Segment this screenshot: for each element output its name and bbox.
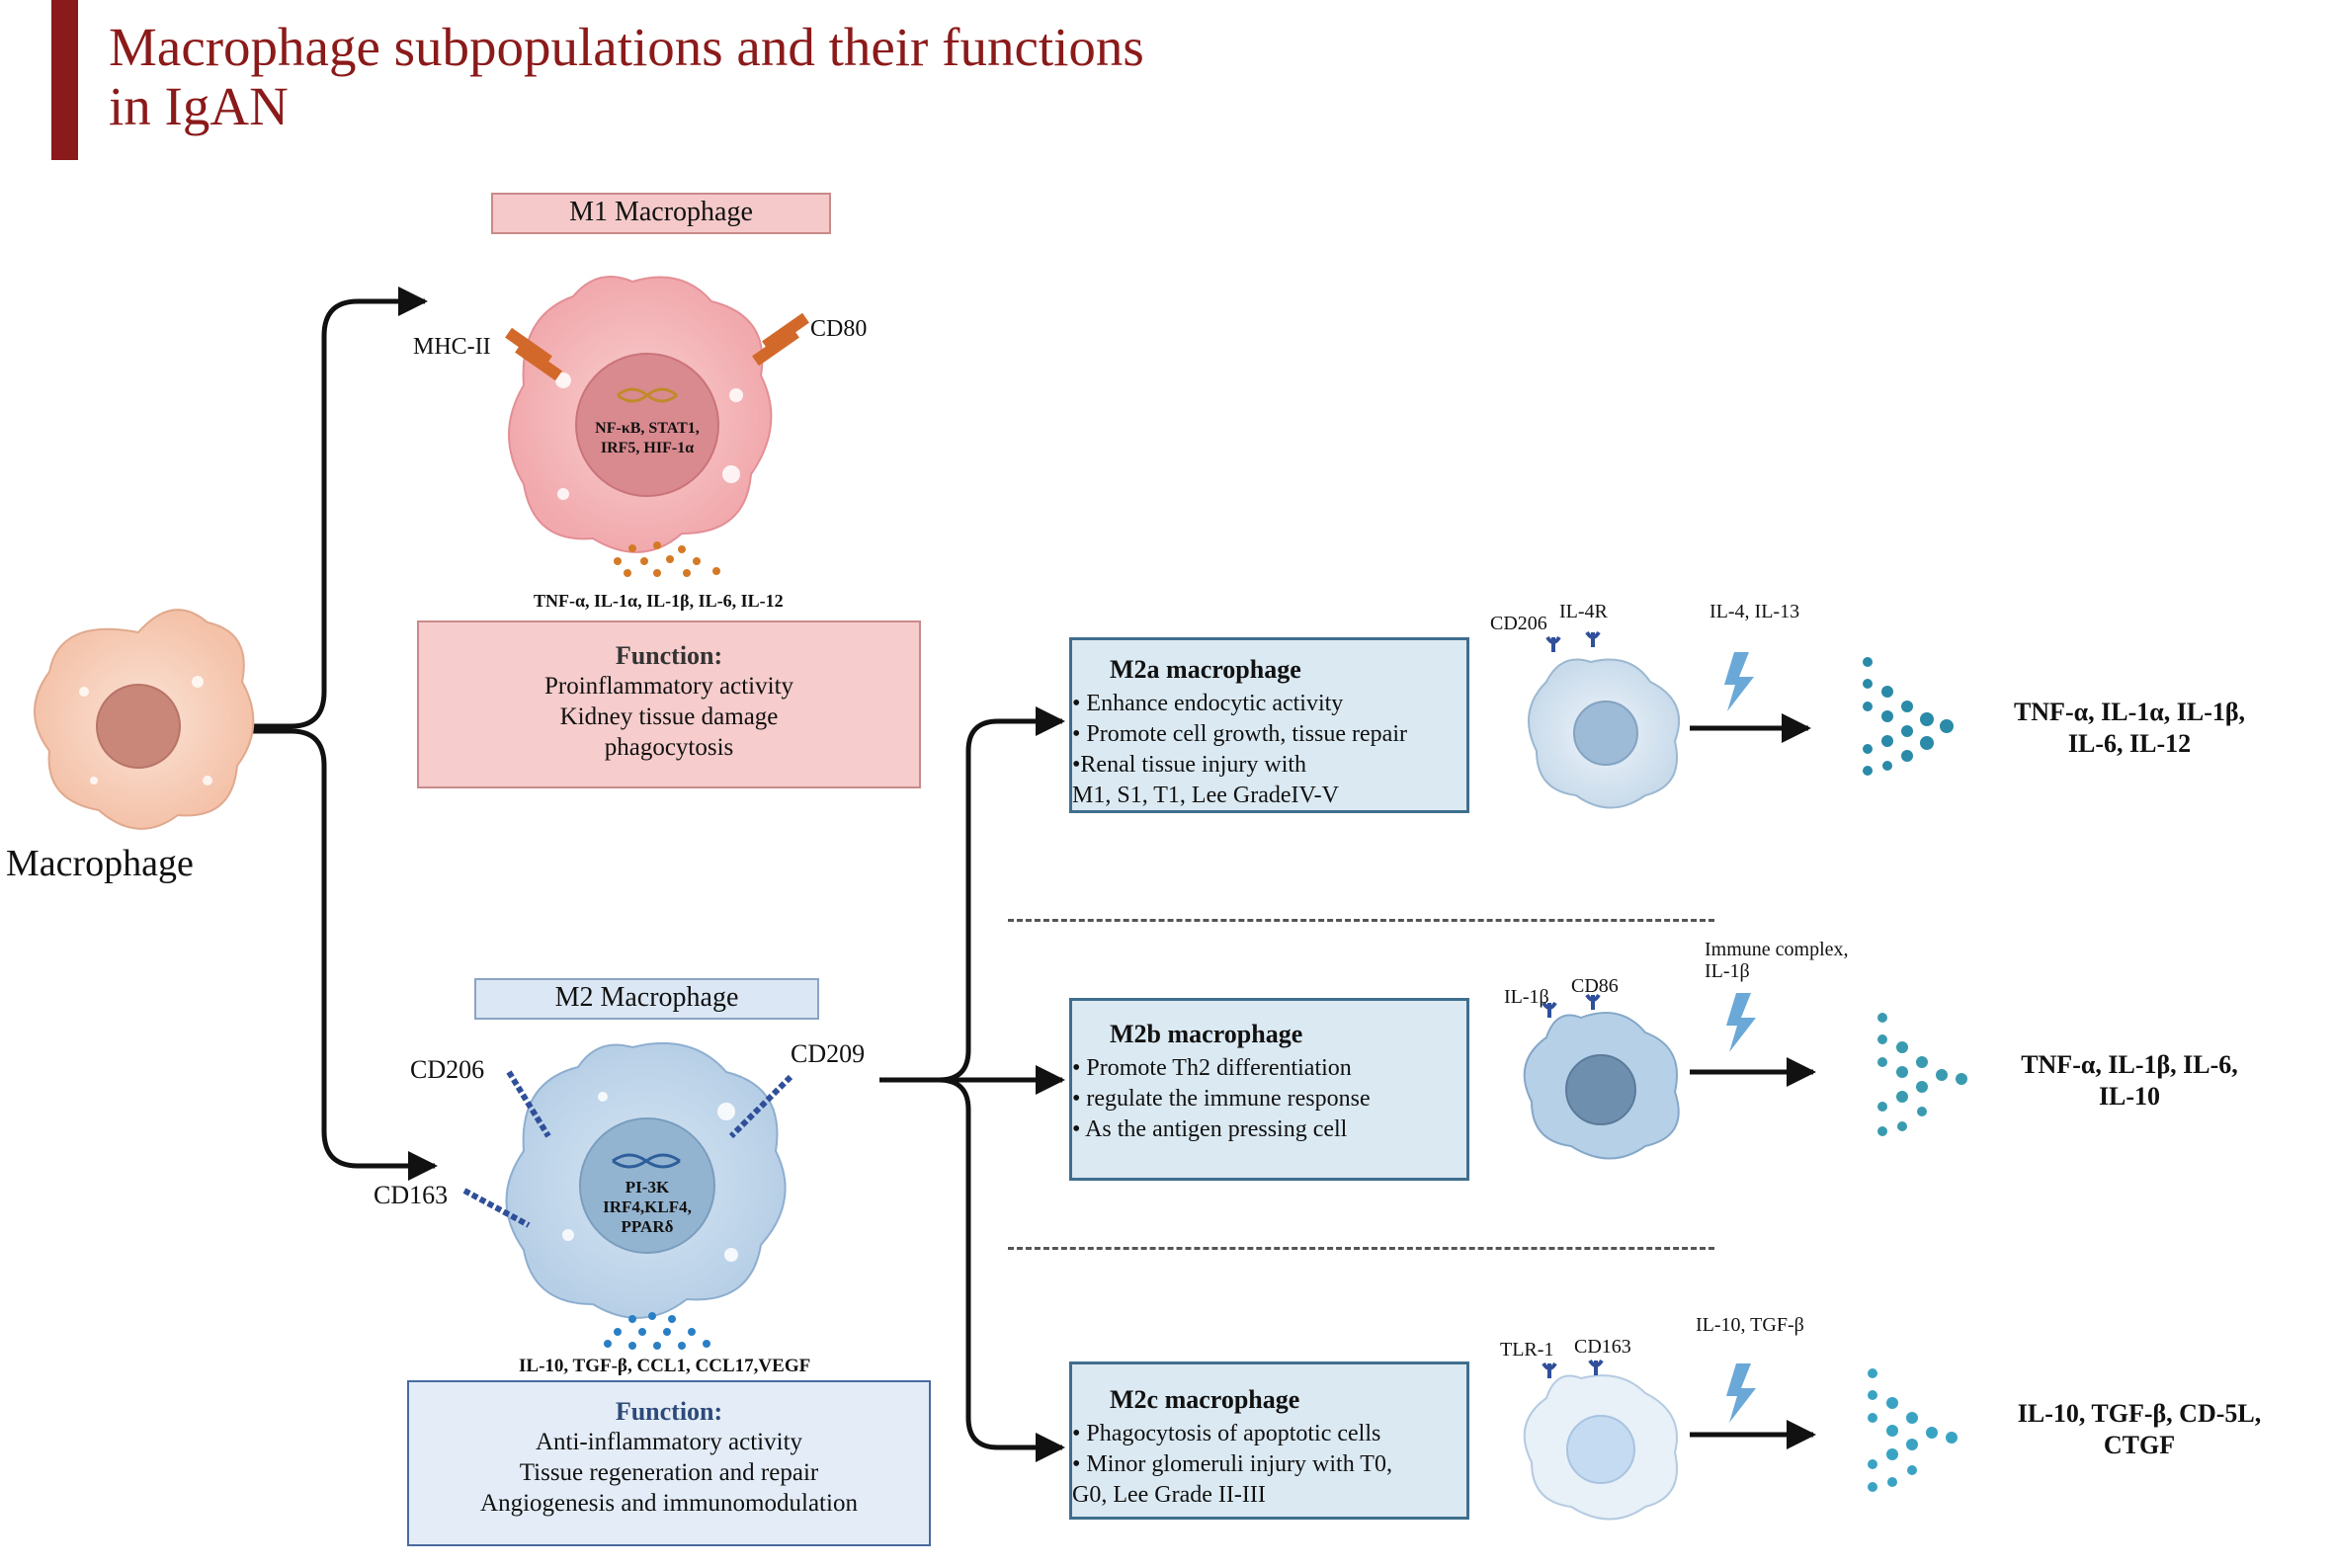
m2-function-box: Function: Anti-inflammatory activity Tis… xyxy=(407,1380,931,1546)
m1-function-line-3: phagocytosis xyxy=(604,734,734,761)
m2c-bullet-1: • Phagocytosis of apoptotic cells xyxy=(1072,1421,1381,1446)
m1-receptor-right: CD80 xyxy=(810,316,868,342)
branch-arrows xyxy=(247,287,1816,1462)
m2a-bullet-1: • Enhance endocytic activity xyxy=(1072,691,1344,716)
m2a-cytokine-dots xyxy=(1863,657,1954,776)
m2b-heading: M2b macrophage xyxy=(1110,1020,1303,1048)
title-line-1: Macrophage subpopulations and their func… xyxy=(109,17,1144,77)
m2a-output: TNF-α, IL-1α, IL-1β, IL-6, IL-12 xyxy=(1996,697,2263,760)
m2c-bullets: • Phagocytosis of apoptotic cells • Mino… xyxy=(1072,1419,1459,1511)
m1-header: M1 Macrophage xyxy=(491,193,831,234)
m2b-receptor-left: IL-1β xyxy=(1504,986,1549,1008)
m2a-bullet-4: M1, S1, T1, Lee GradeIV-V xyxy=(1072,783,1339,808)
lightning-bolt-icons xyxy=(1724,652,1756,1423)
m2-receptor-right: CD209 xyxy=(791,1039,866,1068)
page-title: Macrophage subpopulations and their func… xyxy=(109,18,1144,136)
m2-nucleus-line-3: PPARδ xyxy=(621,1217,674,1236)
m2a-receptor-left: CD206 xyxy=(1490,613,1547,634)
m2b-bullet-1: • Promote Th2 differentiation xyxy=(1072,1055,1352,1081)
m2c-output-line-1: IL-10, TGF-β, CD-5L, xyxy=(2017,1399,2262,1428)
m2a-bullets: • Enhance endocytic activity • Promote c… xyxy=(1072,689,1459,811)
m2a-stimulus: IL-4, IL-13 xyxy=(1709,601,1800,622)
m2b-stimulus-line-2: IL-1β xyxy=(1705,960,1750,982)
m2c-stimulus: IL-10, TGF-β xyxy=(1696,1314,1804,1336)
m2b-output-line-1: TNF-α, IL-1β, IL-6, xyxy=(2021,1050,2238,1079)
m2c-box: M2c macrophage • Phagocytosis of apoptot… xyxy=(1069,1362,1469,1520)
m2a-box: M2a macrophage • Enhance endocytic activ… xyxy=(1069,637,1469,813)
m1-nucleus-factors: NF-κB, STAT1, IRF5, HIF-1α xyxy=(593,419,702,458)
m2a-output-line-1: TNF-α, IL-1α, IL-1β, xyxy=(2013,698,2246,726)
macrophage-label: Macrophage xyxy=(6,843,194,884)
m2b-output-line-2: IL-10 xyxy=(2098,1082,2161,1111)
m2a-cell-icon xyxy=(1528,630,1680,809)
m2c-cell-icon xyxy=(1523,1359,1678,1521)
m1-receptor-left: MHC-II xyxy=(413,334,491,360)
m1-cell-icon xyxy=(505,276,809,577)
m2c-output-line-2: CTGF xyxy=(2103,1431,2176,1459)
m2b-box: M2b macrophage • Promote Th2 differentia… xyxy=(1069,998,1469,1181)
m2b-bullets: • Promote Th2 differentiation • regulate… xyxy=(1072,1053,1459,1145)
m2a-bullet-2: • Promote cell growth, tissue repair xyxy=(1072,721,1407,747)
divider-1 xyxy=(1008,919,1714,922)
m2-cytokines: IL-10, TGF-β, CCL1, CCL17,VEGF xyxy=(519,1356,811,1376)
title-accent-bar xyxy=(51,0,78,160)
m2-receptor-bottom: CD163 xyxy=(374,1181,449,1209)
macrophage-cell-icon xyxy=(34,609,255,830)
m2-function-line-3: Angiogenesis and immunomodulation xyxy=(480,1490,858,1517)
m1-function-line-1: Proinflammatory activity xyxy=(543,673,794,700)
m2a-output-line-2: IL-6, IL-12 xyxy=(2067,729,2192,758)
m2c-bullet-2: • Minor glomeruli injury with T0, xyxy=(1072,1451,1392,1477)
m1-nucleus-line-1: NF-κB, STAT1, xyxy=(595,420,700,437)
m2-nucleus-factors: PI-3K IRF4,KLF4, PPARδ xyxy=(588,1178,707,1237)
m2c-output: IL-10, TGF-β, CD-5L, CTGF xyxy=(1991,1398,2288,1461)
m2c-receptor-right: CD163 xyxy=(1574,1336,1631,1358)
m2b-bullet-2: • regulate the immune response xyxy=(1072,1086,1371,1112)
m2c-heading: M2c macrophage xyxy=(1110,1385,1300,1414)
m2b-receptor-right: CD86 xyxy=(1571,975,1619,997)
m2c-receptor-left: TLR-1 xyxy=(1500,1339,1554,1361)
divider-2 xyxy=(1008,1247,1714,1250)
m1-function-heading: Function: xyxy=(615,641,723,670)
m2b-stimulus-line-1: Immune complex, xyxy=(1705,939,1849,960)
m2b-cytokine-dots xyxy=(1877,1013,1967,1136)
title-line-2: in IgAN xyxy=(109,76,289,136)
m2a-bullet-3: •Renal tissue injury with xyxy=(1072,752,1307,778)
m2a-heading: M2a macrophage xyxy=(1110,655,1301,684)
m2b-bullet-3: • As the antigen pressing cell xyxy=(1072,1116,1348,1142)
m2-nucleus-line-1: PI-3K xyxy=(625,1178,670,1197)
m2a-receptor-right: IL-4R xyxy=(1559,601,1608,622)
m2-receptor-left: CD206 xyxy=(410,1055,485,1084)
m2-header: M2 Macrophage xyxy=(474,978,819,1020)
m2-cell-icon xyxy=(462,1041,793,1350)
m2c-cytokine-dots xyxy=(1868,1368,1958,1492)
m2-function-line-1: Anti-inflammatory activity xyxy=(535,1429,803,1455)
m2b-output: TNF-α, IL-1β, IL-6, IL-10 xyxy=(2001,1049,2258,1113)
m1-function-line-2: Kidney tissue damage xyxy=(559,703,779,730)
m2b-stimulus: Immune complex, IL-1β xyxy=(1705,939,1849,982)
m2c-bullet-3: G0, Lee Grade II-III xyxy=(1072,1482,1266,1508)
m1-cytokines: TNF-α, IL-1α, IL-1β, IL-6, IL-12 xyxy=(534,591,784,611)
m1-nucleus-line-2: IRF5, HIF-1α xyxy=(600,440,695,456)
m1-function-box: Function: Proinflammatory activity Kidne… xyxy=(417,620,921,788)
m2-function-heading: Function: xyxy=(615,1397,723,1426)
m2-function-line-2: Tissue regeneration and repair xyxy=(519,1459,819,1486)
m2b-cell-icon xyxy=(1523,993,1680,1160)
m2-nucleus-line-2: IRF4,KLF4, xyxy=(603,1197,692,1216)
